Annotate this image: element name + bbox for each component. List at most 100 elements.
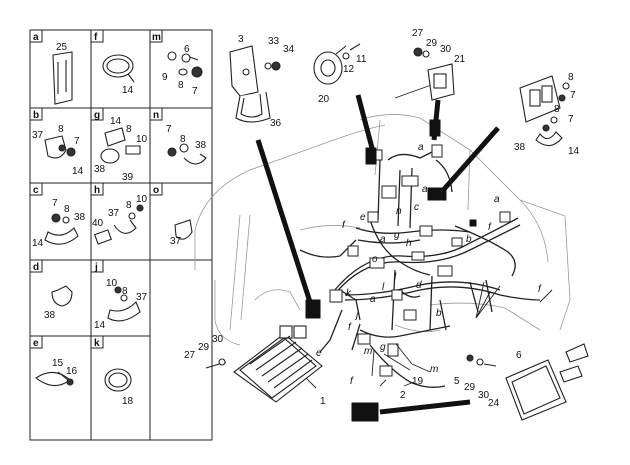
callout-29-low: 29: [198, 342, 210, 353]
horn-20: [313, 43, 361, 85]
letter-a-1: a: [418, 142, 424, 153]
cell-letter-e: e: [33, 338, 39, 349]
letter-f-3: f: [538, 284, 542, 295]
letter-f-5: f: [350, 376, 354, 387]
part-num-o-0: 37: [170, 236, 182, 247]
letter-a-5: a: [370, 294, 376, 305]
letter-n: n: [396, 206, 402, 217]
callout-36: 36: [270, 118, 282, 129]
letter-g-1: g: [394, 230, 400, 241]
callout-27-low: 27: [184, 350, 196, 361]
cell-letter-h: h: [94, 185, 100, 196]
part-num-n-2: 38: [195, 140, 207, 151]
letter-a-2: a: [422, 184, 428, 195]
cell-letter-b: b: [33, 110, 39, 121]
cell-letter-d: d: [33, 262, 39, 273]
callout-6: 6: [516, 350, 522, 361]
cell-letter-boxes: [29, 29, 163, 349]
part-num-e-1: 16: [66, 366, 78, 377]
letter-d: d: [416, 280, 422, 291]
cell-letter-a: a: [33, 32, 39, 43]
callout-19: 19: [412, 376, 424, 387]
cell-drawings: [35, 51, 207, 392]
callout-30-top: 30: [440, 44, 452, 55]
callout-33: 33: [268, 36, 280, 47]
letter-e-2: e: [316, 348, 322, 359]
callout-1: 1: [320, 396, 326, 407]
callout-34: 34: [283, 44, 295, 55]
callout-8-top: 8: [568, 72, 574, 83]
part-num-g-2: 10: [136, 134, 148, 145]
part-num-m-2: 9: [162, 72, 168, 83]
letter-k: k: [346, 288, 352, 299]
part-num-j-1: 8: [122, 286, 128, 297]
letter-o: o: [372, 254, 378, 265]
part-num-j-3: 14: [94, 320, 106, 331]
callout-38: 38: [514, 142, 526, 153]
part-num-g-4: 39: [122, 172, 134, 183]
part-num-h-3: 40: [92, 218, 104, 229]
cell-letter-g: g: [94, 110, 100, 121]
letter-f-1: f: [342, 220, 346, 231]
callout-2: 2: [400, 390, 406, 401]
detail-grid: [29, 29, 213, 441]
letter-b-1: b: [436, 308, 442, 319]
cell-part-numbers: 25 14 6 8 9 7 37 8 7 14 14 8 10 38 39 7 …: [32, 42, 207, 407]
relay-bracket-21: [413, 47, 455, 101]
part-num-c-2: 38: [74, 212, 86, 223]
callout-30-right: 30: [478, 390, 490, 401]
callout-7-mid: 7: [568, 114, 574, 125]
part-num-c-0: 7: [52, 198, 58, 209]
part-num-h-0: 37: [108, 208, 120, 219]
part-num-j-0: 10: [106, 278, 118, 289]
letter-h: h: [406, 238, 412, 249]
callout-3: 3: [238, 34, 244, 45]
callout-11: 11: [356, 54, 367, 65]
letter-m-1: m: [430, 364, 438, 375]
cell-letter-m: m: [152, 32, 161, 43]
part-num-m-0: 6: [184, 44, 190, 55]
letter-a-4: a: [494, 194, 500, 205]
callout-29-right: 29: [464, 382, 476, 393]
callout-12: 12: [343, 64, 355, 75]
part-num-m-1: 8: [178, 80, 184, 91]
part-num-c-3: 14: [32, 238, 44, 249]
part-num-j-2: 37: [136, 292, 148, 303]
letter-l-2: l: [394, 272, 397, 283]
cell-letter-f: f: [94, 32, 98, 43]
part-num-g-3: 38: [94, 164, 106, 175]
callout-30-low: 30: [212, 334, 224, 345]
letter-l-1: l: [382, 282, 385, 293]
callout-20: 20: [318, 94, 330, 105]
main-callout-numbers: 3 33 34 36 12 11 20 27 29 30 21 8 7 8 7 …: [184, 28, 580, 409]
letter-c: c: [414, 202, 419, 213]
cell-letter-j: j: [94, 262, 98, 273]
cell-letter-k: k: [94, 338, 100, 349]
letter-m-2: m: [364, 346, 372, 357]
part-num-f-0: 14: [122, 85, 134, 96]
callout-7-top: 7: [570, 90, 576, 101]
part-num-b-2: 7: [74, 136, 80, 147]
part-num-b-1: 8: [58, 124, 64, 135]
cell-letter-n: n: [153, 110, 159, 121]
callout-29-top: 29: [426, 38, 438, 49]
part-num-h-1: 8: [126, 200, 132, 211]
cell-letters: a f m b g n c h o d j e k: [33, 32, 161, 349]
cell-letter-c: c: [33, 185, 39, 196]
part-num-a-0: 25: [56, 42, 68, 53]
bracket-upper-right: [519, 75, 570, 147]
letter-a-3: a: [380, 234, 386, 245]
part-num-b-0: 37: [32, 130, 44, 141]
letter-f-2: f: [488, 222, 492, 233]
controller-6: [466, 343, 589, 421]
letter-e-1: e: [360, 212, 366, 223]
wire-harness: [299, 149, 541, 388]
callout-5: 5: [454, 376, 460, 387]
heavy-leaders: [255, 94, 500, 415]
part-num-c-1: 8: [64, 204, 70, 215]
callout-21: 21: [454, 54, 466, 65]
part-num-d-0: 38: [44, 310, 56, 321]
part-num-n-1: 8: [180, 134, 186, 145]
harness-letters: a a a a b c e f f f f g h j k l m n o l …: [316, 142, 542, 387]
